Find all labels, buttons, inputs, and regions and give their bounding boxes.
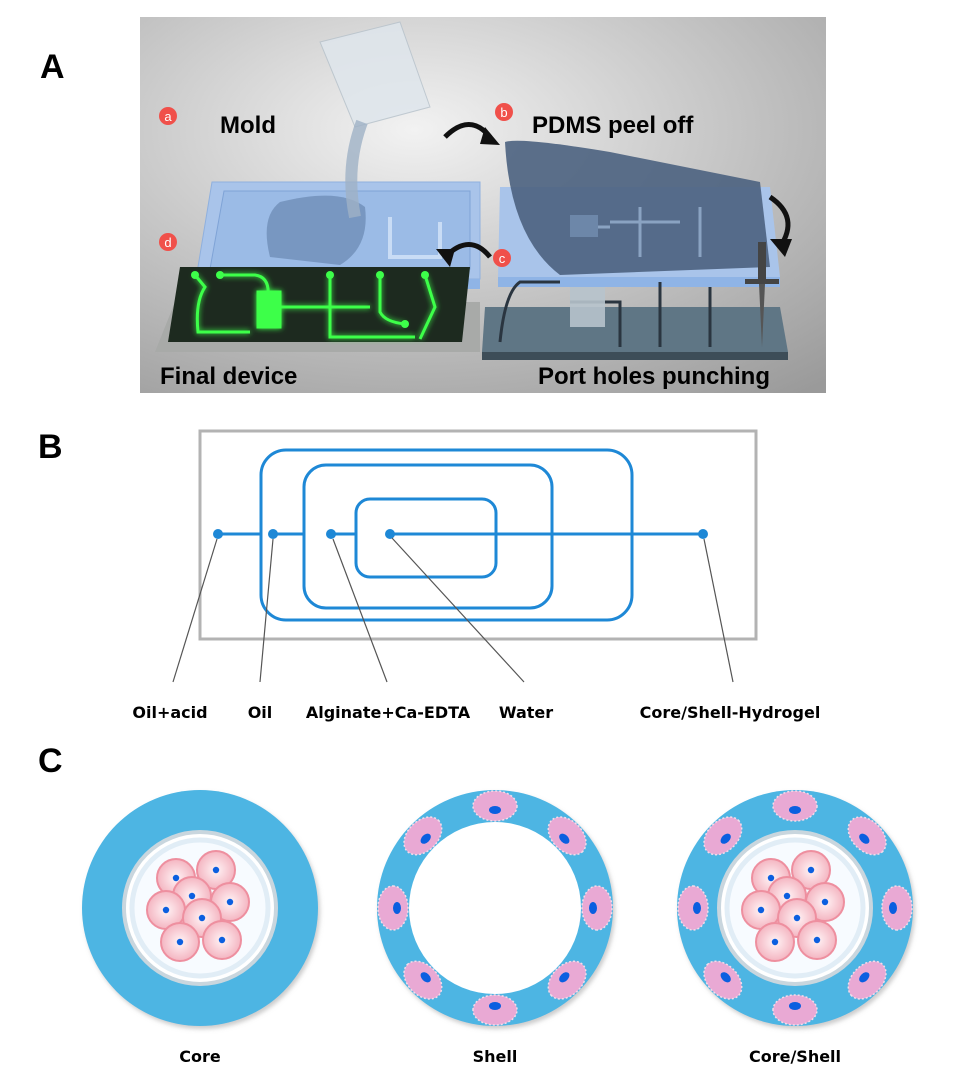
cell-nucleus — [176, 938, 184, 946]
cell-nucleus — [393, 902, 401, 914]
core-cell-cluster — [146, 850, 250, 962]
step-badge-b — [495, 103, 513, 121]
cell-nucleus — [789, 806, 801, 814]
cell-nucleus — [771, 938, 779, 946]
panel-letter-c: C — [38, 742, 63, 780]
outlet-label: Core/Shell-Hydrogel — [640, 703, 821, 722]
punch-tool-icon — [745, 242, 779, 347]
step-badge-b-text: b — [500, 105, 507, 120]
hydrogel-structures: Core Shell Core/Shell — [82, 790, 913, 1066]
outlet-port — [698, 529, 708, 539]
step-badge-d — [159, 233, 177, 251]
step-label-port-holes-punching: Port holes punching — [538, 363, 770, 390]
structure-label-core: Core — [179, 1047, 221, 1066]
panel-letter-b: B — [38, 428, 63, 466]
cell-nucleus — [212, 866, 220, 874]
step-badge-c-text: c — [499, 251, 506, 266]
leader-line — [391, 537, 525, 683]
cell-nucleus — [767, 874, 775, 882]
inner-channel-loop — [354, 497, 498, 579]
cell-nucleus — [420, 972, 431, 983]
cell-nucleus — [489, 806, 501, 814]
inlet-port-oil — [268, 529, 278, 539]
step-badge-a — [159, 107, 177, 125]
panel-letter-a: A — [40, 48, 65, 86]
shell-cell-ring — [377, 790, 613, 1026]
inlet-port-water — [385, 529, 395, 539]
cell-nucleus — [807, 866, 815, 874]
cell-nucleus — [162, 906, 170, 914]
leader-line — [332, 538, 388, 683]
shell-structure — [377, 790, 613, 1026]
leader-line — [259, 538, 274, 683]
cell-nucleus — [720, 972, 731, 983]
inlet-label-oil-acid: Oil+acid — [132, 703, 207, 722]
cell-nucleus — [188, 892, 196, 900]
cell-nucleus — [793, 914, 801, 922]
port-holes-step — [482, 242, 788, 360]
cell-nucleus — [720, 833, 731, 844]
core-cell-cluster — [741, 850, 845, 962]
cell-nucleus — [783, 892, 791, 900]
cell-nucleus — [859, 972, 870, 983]
leader-line — [172, 538, 218, 683]
cell-nucleus — [789, 1002, 801, 1010]
step-label-mold: Mold — [220, 112, 276, 139]
core-structure — [82, 790, 318, 1026]
core-shell-structure — [677, 790, 913, 1026]
arrow-head-icon — [480, 127, 500, 145]
step-label-final-device: Final device — [160, 363, 297, 390]
structure-label-shell: Shell — [473, 1047, 518, 1066]
inlet-label-water: Water — [499, 703, 553, 722]
step-badge-c — [493, 249, 511, 267]
cell-nucleus — [559, 833, 570, 844]
cell-nucleus — [693, 902, 701, 914]
microfluidic-schematic: Oil+acid Oil Alginate+Ca-EDTA Water Core… — [132, 429, 821, 722]
arrow-head-icon — [436, 249, 455, 267]
cell-nucleus — [889, 902, 897, 914]
cell-nucleus — [226, 898, 234, 906]
beaker-icon — [319, 21, 431, 219]
mold-step — [195, 21, 481, 289]
cell-nucleus — [198, 914, 206, 922]
middle-channel-loop — [302, 463, 554, 610]
cell-nucleus — [757, 906, 765, 914]
pdms-peel-step — [498, 140, 780, 287]
fabrication-process-illustration: a Mold b PDMS peel off c Port holes punc… — [140, 17, 826, 393]
structure-label-core-shell: Core/Shell — [749, 1047, 841, 1066]
arrow-head-icon — [770, 239, 792, 257]
cell-nucleus — [589, 902, 597, 914]
cell-nucleus — [859, 833, 870, 844]
inlet-port-oil-acid — [213, 529, 223, 539]
cell-nucleus — [172, 874, 180, 882]
step-label-pdms-peel-off: PDMS peel off — [532, 112, 694, 139]
final-device-step — [155, 267, 480, 352]
inlet-port-alginate — [326, 529, 336, 539]
cell-nucleus — [559, 972, 570, 983]
step-badge-d-text: d — [164, 235, 171, 250]
leader-line — [703, 538, 734, 683]
cell-nucleus — [218, 936, 226, 944]
inlet-label-alginate: Alginate+Ca-EDTA — [306, 703, 471, 722]
cell-nucleus — [420, 833, 431, 844]
inlet-label-oil: Oil — [248, 703, 273, 722]
cell-nucleus — [489, 1002, 501, 1010]
cell-nucleus — [813, 936, 821, 944]
shell-cell-ring — [677, 790, 913, 1026]
step-badge-a-text: a — [164, 109, 172, 124]
cell-nucleus — [821, 898, 829, 906]
